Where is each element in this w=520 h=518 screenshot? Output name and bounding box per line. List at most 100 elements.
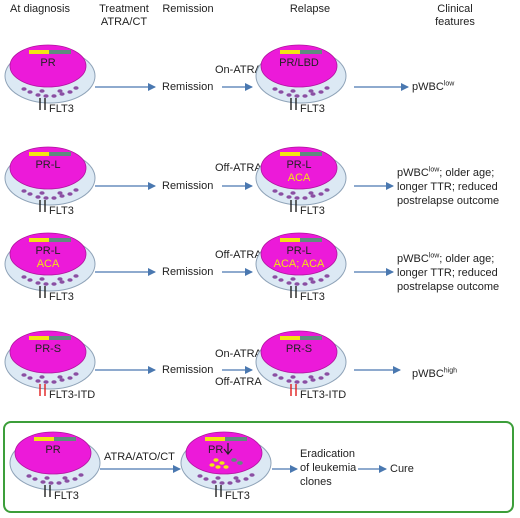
pml-bar bbox=[280, 50, 300, 54]
granule bbox=[294, 94, 300, 98]
features-r2-line3: postrelapse outcome bbox=[397, 195, 500, 207]
granule bbox=[35, 379, 41, 383]
granule bbox=[27, 90, 33, 94]
granule bbox=[249, 473, 255, 477]
pml-bar bbox=[29, 238, 49, 242]
aca-label: ACA bbox=[37, 258, 60, 270]
granule bbox=[302, 282, 308, 286]
granule bbox=[67, 376, 73, 380]
pml-bar bbox=[34, 437, 54, 441]
granule bbox=[35, 281, 41, 285]
granule bbox=[272, 373, 278, 377]
granule bbox=[278, 90, 284, 94]
features-r2-sup: low bbox=[428, 166, 440, 174]
degraded-fragment bbox=[215, 465, 221, 469]
granule bbox=[21, 189, 27, 193]
granule bbox=[308, 89, 314, 93]
receptor-label: FLT3 bbox=[225, 490, 250, 502]
granule bbox=[302, 94, 308, 98]
granule bbox=[39, 375, 45, 379]
granule bbox=[57, 277, 63, 281]
degraded-fragment bbox=[231, 458, 237, 462]
label-off-atra-r4: Off-ATRA bbox=[215, 376, 262, 388]
granule bbox=[310, 92, 316, 96]
granule bbox=[310, 194, 316, 198]
label-remission-r2: Remission bbox=[162, 180, 214, 192]
features-r1-pwbc: pWBC bbox=[412, 81, 444, 93]
features-r3-rest: ; older age; bbox=[439, 253, 495, 265]
rara-bar bbox=[300, 336, 322, 340]
nucleus bbox=[9, 146, 87, 190]
nucleus-label: PR-S bbox=[35, 343, 61, 355]
granule bbox=[272, 189, 278, 193]
granule bbox=[43, 94, 49, 98]
receptor-label: FLT3 bbox=[300, 291, 325, 303]
features-r3-line3: postrelapse outcome bbox=[397, 281, 500, 293]
nucleus-label: PR/LBD bbox=[279, 57, 319, 69]
granule bbox=[43, 282, 49, 286]
pml-bar bbox=[280, 152, 300, 156]
granule bbox=[59, 280, 65, 284]
decrease-arrow-icon bbox=[223, 443, 233, 455]
nucleus bbox=[9, 44, 87, 88]
nucleus bbox=[260, 44, 338, 88]
granule bbox=[290, 89, 296, 93]
label-remission-r1: Remission bbox=[162, 81, 214, 93]
header-clinical-line2: features bbox=[435, 16, 475, 28]
granule bbox=[310, 280, 316, 284]
granule bbox=[294, 196, 300, 200]
granule bbox=[286, 93, 292, 97]
granule bbox=[67, 278, 73, 282]
granule bbox=[44, 476, 50, 480]
nucleus bbox=[9, 232, 87, 276]
nucleus bbox=[260, 330, 338, 374]
pml-bar bbox=[29, 50, 49, 54]
granule bbox=[51, 380, 57, 384]
rara-bar bbox=[49, 336, 71, 340]
rara-bar bbox=[54, 437, 76, 441]
features-r4-pwbc: pWBC bbox=[412, 368, 444, 380]
rara-bar bbox=[300, 152, 322, 156]
header-at-diagnosis: At diagnosis bbox=[10, 3, 70, 15]
granule bbox=[294, 282, 300, 286]
features-r3-pwbc: pWBC bbox=[397, 253, 429, 265]
granule bbox=[308, 375, 314, 379]
granule bbox=[56, 481, 62, 485]
granule bbox=[73, 274, 79, 278]
granule bbox=[219, 481, 225, 485]
granule bbox=[286, 281, 292, 285]
granule bbox=[227, 481, 233, 485]
granule bbox=[290, 191, 296, 195]
granule bbox=[35, 195, 41, 199]
rara-bar bbox=[225, 437, 247, 441]
nucleus-label: PR-L bbox=[286, 159, 311, 171]
granule bbox=[48, 481, 54, 485]
granule bbox=[308, 277, 314, 281]
features-r3-sup: low bbox=[428, 252, 440, 260]
nucleus-label: PR bbox=[45, 444, 60, 456]
receptor-label: FLT3 bbox=[300, 205, 325, 217]
label-off-atra-r3: Off-ATRA bbox=[215, 249, 262, 261]
label-atra-ato-ct: ATRA/ATO/CT bbox=[104, 451, 175, 463]
granule bbox=[35, 93, 41, 97]
granule bbox=[32, 477, 38, 481]
granule bbox=[39, 191, 45, 195]
granule bbox=[324, 372, 330, 376]
pml-bar bbox=[280, 336, 300, 340]
granule bbox=[308, 191, 314, 195]
granule bbox=[57, 89, 63, 93]
granule bbox=[51, 196, 57, 200]
features-r4: pWBChigh bbox=[412, 367, 457, 381]
granule bbox=[243, 477, 249, 481]
nucleus bbox=[260, 232, 338, 276]
granule bbox=[324, 86, 330, 90]
granule bbox=[57, 375, 63, 379]
granule bbox=[310, 378, 316, 382]
